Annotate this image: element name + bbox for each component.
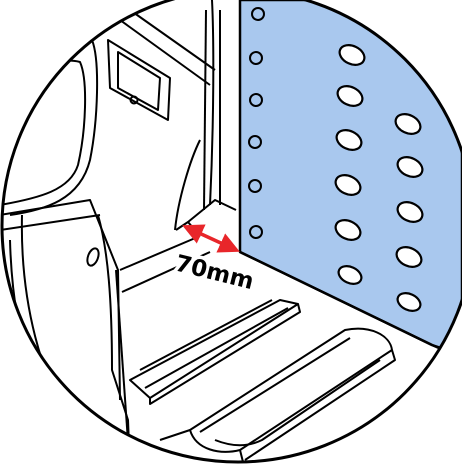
step-recess [159,327,396,462]
panel-slots [334,44,424,312]
dimension-arrow [182,224,240,253]
panel-rings [248,7,265,239]
floor-recess [129,299,301,405]
